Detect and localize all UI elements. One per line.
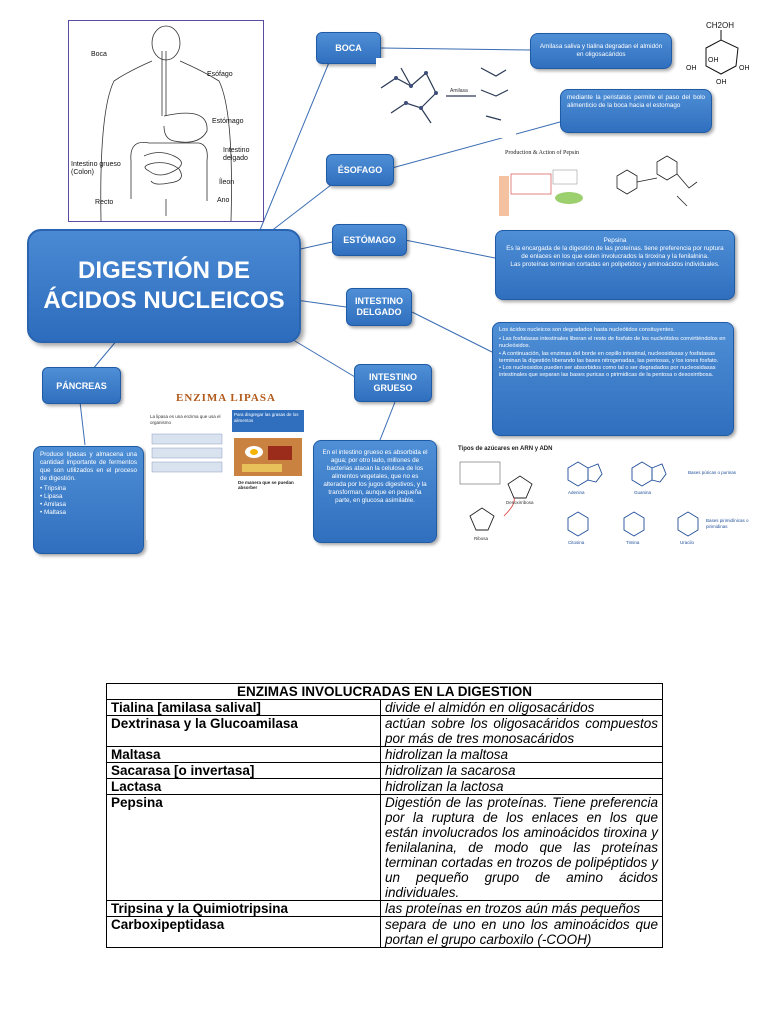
svg-text:OH: OH (686, 65, 697, 72)
table-row: Dextrinasa y la Glucoamilasa actúan sobr… (106, 715, 663, 747)
anatomy-label-esofago: Esófago (207, 71, 233, 78)
lipasa-text: La lipasa es una enzima que usa el organ… (150, 414, 221, 425)
adenina-label: Adenina (568, 490, 585, 495)
enzyme-action: separa de uno en uno los aminoácidos que… (380, 916, 663, 948)
anatomy-label-recto: Recto (95, 199, 114, 206)
table-header: ENZIMAS INVOLUCRADAS EN LA DIGESTION (106, 683, 663, 700)
enzyme-table: ENZIMAS INVOLUCRADAS EN LA DIGESTION Tia… (106, 683, 663, 948)
enzyme-action: Digestión de las proteínas. Tiene prefer… (380, 794, 663, 901)
food-plate-icon (151, 433, 302, 476)
enzyme-name: Sacarasa [o invertasa] (106, 762, 381, 779)
connector-lines (79, 47, 561, 446)
list-item: • Tripsina (40, 485, 67, 492)
enzyme-name: Maltasa (106, 746, 381, 763)
info-estomago: Pepsina Es la encargada de la digestión … (495, 230, 735, 300)
enzyme-name: Pepsina (106, 794, 381, 901)
node-intestino-delgado: INTESTINO DELGADO (346, 288, 412, 326)
citosina-label: Citosina (568, 540, 585, 545)
info-intestino-grueso: En el intestino grueso es absorbida el a… (313, 440, 437, 543)
info-esofago-text: mediante la peristalsis permite el paso … (567, 94, 705, 109)
enzyme-name: Dextrinasa y la Glucoamilasa (106, 715, 381, 747)
enzyme-action: hidrolizan la sacarosa (380, 762, 663, 779)
uracilo-label: Uracilo (680, 540, 695, 545)
main-title-line2: ÁCIDOS NUCLEICOS (43, 287, 285, 314)
amylase-figure: Amilasa (376, 58, 516, 138)
anatomy-label-intestino-grueso: Intestino grueso (Colon) (71, 161, 121, 176)
anatomy-label-ano: Ano (217, 197, 230, 204)
table-row: Tripsina y la Quimiotripsina las proteín… (106, 900, 663, 917)
node-estomago: ESTÓMAGO (332, 224, 407, 256)
table-row: Tialina [amilasa salival] divide el almi… (106, 699, 663, 716)
info-boca: Amilasa saliva y tialina degradan el alm… (530, 33, 672, 69)
list-item: • A continuación, las enzimas del borde … (499, 350, 719, 364)
lipasa-figure: ENZIMA LIPASA La lipasa es una enzima qu… (146, 390, 306, 540)
ribosa-label: Ribosa (474, 536, 489, 541)
amilasa-label: Amilasa (450, 88, 468, 94)
info-estomago-text2: Las proteínas terminan cortadas en polip… (510, 261, 720, 268)
main-title-line1: DIGESTIÓN DE (77, 257, 251, 284)
enzyme-name: Carboxipeptidasa (106, 916, 381, 948)
enzyme-action: hidrolizan la maltosa (380, 746, 663, 763)
enzyme-action: divide el almidón en oligosacáridos (380, 699, 663, 716)
info-esofago: mediante la peristalsis permite el paso … (560, 89, 712, 133)
lipasa-title: ENZIMA LIPASA (176, 392, 276, 404)
glucose-label: CH2OH (706, 21, 734, 30)
nucleic-title: Tipos de azúcares en ARN y ADN (458, 446, 553, 452)
pirimidinas-label: Bases pirimidínicas o pirimidinas (706, 518, 749, 529)
info-grueso-text: En el intestino grueso es absorbida el a… (322, 449, 428, 504)
list-item: • Las fosfatasas intestinales liberan el… (499, 336, 726, 350)
purinas-label: Bases púricas o purinas (688, 470, 737, 475)
main-title: DIGESTIÓN DE ÁCIDOS NUCLEICOS (27, 229, 301, 343)
info-delgado-intro: Los ácidos nucleicos son degradados hast… (499, 327, 675, 333)
svg-text:OH: OH (708, 57, 719, 64)
desoxirribosa-label: Desoxirribosa (506, 500, 534, 505)
enzyme-name: Tialina [amilasa salival] (106, 699, 381, 716)
enzyme-action: actúan sobre los oligosacáridos compuest… (380, 715, 663, 747)
nucleic-bases-figure: Tipos de azúcares en ARN y ADN Ribosa De… (456, 444, 756, 564)
list-item: • Maltasa (40, 509, 67, 516)
info-estomago-title: Pepsina (603, 237, 627, 244)
anatomy-figure: Boca Esófago Estómago Intestino grueso (… (68, 20, 264, 222)
table-row: Maltasa hidrolizan la maltosa (106, 746, 663, 763)
digestive-system-icon (100, 25, 232, 221)
enzyme-action: hidrolizan la lactosa (380, 778, 663, 795)
node-boca: BOCA (316, 32, 381, 64)
info-estomago-text: Es la encargada de la digestión de las p… (506, 245, 724, 260)
glucose-structure-figure: CH2OH OH OH OH OH (686, 18, 756, 86)
pepsin-title: Production & Action of Pepsin (505, 150, 579, 156)
svg-text:OH: OH (716, 79, 727, 86)
guanina-label: Guanina (634, 490, 652, 495)
lipasa-caption: De manera que se puedan absorber (238, 480, 294, 490)
enzyme-name: Tripsina y la Quimiotripsina (106, 900, 381, 917)
info-intestino-delgado: Los ácidos nucleicos son degradados hast… (492, 322, 734, 436)
list-item: • Lipasa (40, 493, 63, 500)
table-row: Lactasa hidrolizan la lactosa (106, 778, 663, 795)
info-pancreas: Produce lipasas y almacena una cantidad … (33, 446, 144, 554)
table-row: Carboxipeptidasa separa de uno en uno lo… (106, 916, 663, 948)
table-row: Sacarasa [o invertasa] hidrolizan la sac… (106, 762, 663, 779)
info-pancreas-text: Produce lipasas y almacena una cantidad … (40, 451, 137, 482)
anatomy-label-estomago: Estómago (212, 118, 244, 125)
pepsin-diagram-icon (499, 155, 698, 216)
svg-text:OH: OH (739, 65, 750, 72)
lipasa-box: Para disgregar las grasas de los aliment… (232, 410, 304, 432)
timina-label: Timina (626, 540, 640, 545)
anatomy-label-intestino-delgado: Intestino delgado (223, 147, 250, 162)
node-pancreas: PÁNCREAS (42, 367, 121, 404)
nucleobase-structures-icon (459, 461, 699, 537)
table-header-row: ENZIMAS INVOLUCRADAS EN LA DIGESTION (106, 683, 663, 700)
enzyme-action: las proteínas en trozos aún más pequeños (380, 900, 663, 917)
anatomy-label-ileon: Íleon (219, 179, 235, 186)
list-item: • Amilasa (40, 501, 67, 508)
list-item: • Los nucleosidos pueden ser absorbidos … (499, 365, 716, 379)
starch-molecule-icon: Amilasa (380, 67, 509, 124)
table-row: Pepsina Digestión de las proteínas. Tien… (106, 794, 663, 901)
pepsin-figure: Production & Action of Pepsin (497, 148, 717, 224)
glucose-molecule-icon: CH2OH OH OH OH OH (686, 21, 750, 86)
node-intestino-grueso: INTESTINO GRUESO (354, 364, 432, 402)
node-esofago: ÉSOFAGO (326, 154, 394, 186)
info-boca-text: Amilasa saliva y tialina degradan el alm… (539, 43, 663, 58)
enzyme-name: Lactasa (106, 778, 381, 795)
anatomy-label-boca: Boca (91, 51, 107, 58)
